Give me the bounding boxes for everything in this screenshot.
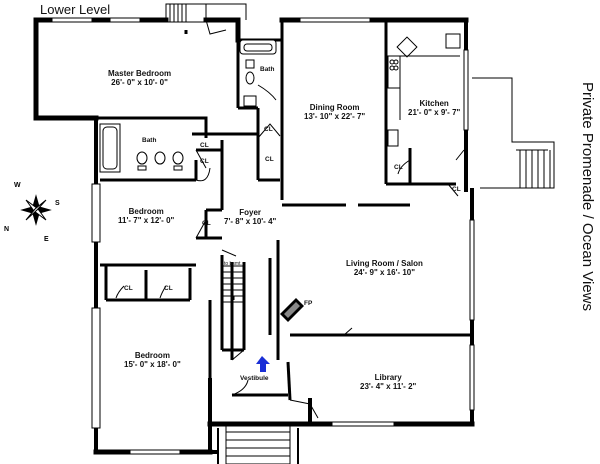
room-dims: 23'- 4" x 11'- 2" <box>360 381 417 391</box>
room-name: Master Bedroom <box>108 69 172 78</box>
closet-label: CL <box>124 285 133 292</box>
door-swings <box>115 19 465 419</box>
closet-label: CL <box>164 285 173 292</box>
compass-rose-icon <box>20 194 52 226</box>
room-name: Kitchen <box>419 99 449 108</box>
room-dims: 21'- 0" x 9'- 7" <box>408 107 461 117</box>
fireplace-label: FP <box>304 300 313 307</box>
room-master-bedroom: Master Bedroom 26'- 0" x 10'- 0" <box>108 69 172 88</box>
room-foyer: Foyer 7'- 8" x 10'- 4" <box>224 208 277 227</box>
plan-title: Lower Level <box>40 2 111 17</box>
kitchen-fixtures <box>387 33 461 147</box>
top-steps <box>165 3 247 23</box>
room-dims: 26'- 0" x 10'- 0" <box>111 77 168 87</box>
room-name: Dining Room <box>309 103 360 112</box>
room-name: Foyer <box>239 208 262 217</box>
room-name: Library <box>374 373 402 382</box>
bath-fixtures <box>99 39 277 173</box>
compass-w: W <box>14 182 21 189</box>
closet-label: CL <box>200 142 209 149</box>
room-name: Bedroom <box>128 207 164 216</box>
room-bath-upper: Bath <box>260 66 275 73</box>
room-living: Living Room / Salon 24'- 9" x 16'- 10" <box>346 259 423 278</box>
compass-n: N <box>4 226 10 233</box>
room-library: Library 23'- 4" x 11'- 2" <box>360 373 417 392</box>
interior-walls <box>100 20 472 401</box>
closet-label: CL <box>394 164 403 171</box>
closet-label: CL <box>202 220 211 227</box>
closet-label: CL <box>200 158 209 165</box>
room-name: Bedroom <box>134 351 170 360</box>
basement-label: to bsmt. <box>224 261 242 267</box>
fireplace <box>280 298 304 322</box>
terrace-steps <box>472 77 555 189</box>
room-dims: 7'- 8" x 10'- 4" <box>224 216 277 226</box>
basement-stairs <box>222 265 244 303</box>
side-label: Private Promenade / Ocean Views <box>579 82 596 312</box>
windows <box>51 17 475 455</box>
room-vestibule: Vestibule <box>240 375 269 382</box>
room-dims: 24'- 9" x 16'- 10" <box>353 267 416 277</box>
room-dims: 11'- 7" x 12'- 0" <box>118 215 175 225</box>
compass-s: S <box>55 200 60 207</box>
closet-label: CL <box>264 126 273 133</box>
closet-label: CL <box>452 186 461 193</box>
bottom-steps <box>217 423 299 464</box>
room-kitchen: Kitchen 21'- 0" x 9'- 7" <box>408 99 461 118</box>
compass-e: E <box>44 236 49 243</box>
room-dims: 15'- 0" x 18'- 0" <box>124 359 181 369</box>
room-dims: 13'- 10" x 22'- 7" <box>304 111 366 121</box>
entry-arrow-icon <box>256 356 270 372</box>
room-bedroom-mid: Bedroom 11'- 7" x 12'- 0" <box>118 207 175 226</box>
room-bedroom-lower: Bedroom 15'- 0" x 18'- 0" <box>124 351 181 370</box>
room-name: Living Room / Salon <box>346 259 423 268</box>
room-bath-left: Bath <box>142 137 157 144</box>
room-dining: Dining Room 13'- 10" x 22'- 7" <box>304 103 366 122</box>
closet-label: CL <box>265 156 274 163</box>
